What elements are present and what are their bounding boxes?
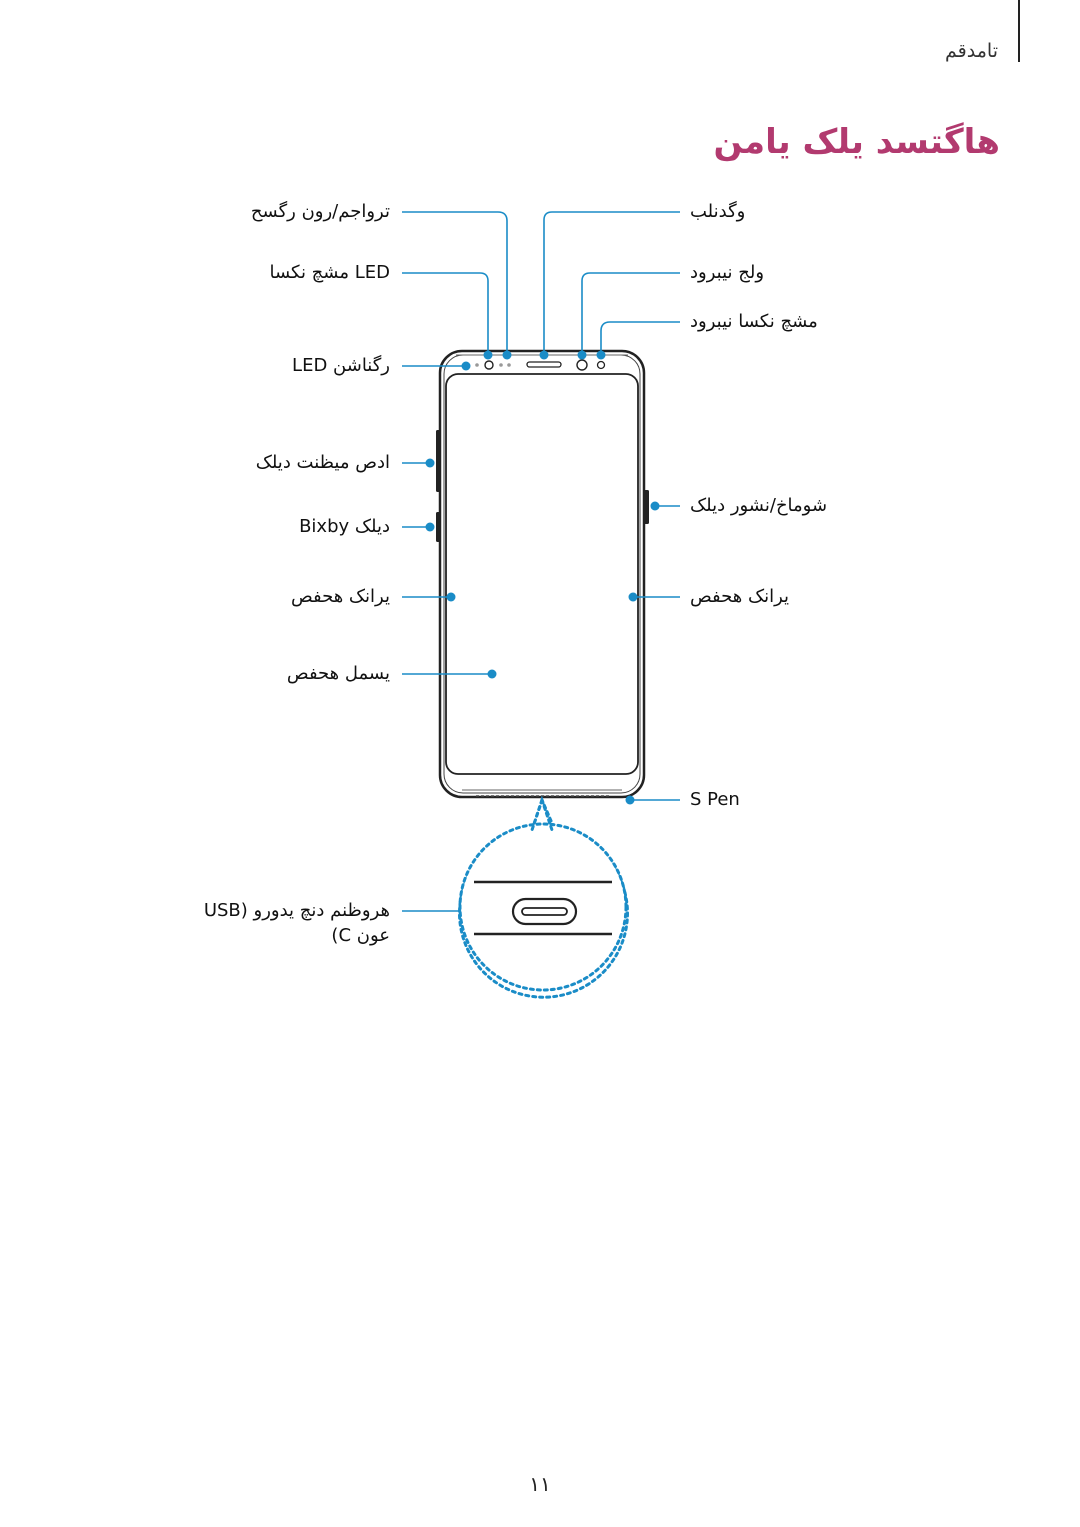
phone-body [436,349,649,799]
label-usb-port-type: (C عون [331,925,390,946]
page-number: ۱۱ [529,1472,551,1496]
label-power-key: شوماخ/نشور دیلک [690,495,828,516]
section-header: تامدقم [945,40,998,62]
label-led-camera-front: مشچ نکسا LED [269,262,390,283]
usb-port-zoom [458,795,629,999]
header-divider [1018,0,1020,62]
label-front-camera: ولج نیبرود [690,262,765,283]
label-led-indicator: LED رگناشن [292,355,390,376]
label-s-pen: S Pen [690,789,740,810]
page-title: هاگتسد یلک یامن [713,122,1000,162]
label-speaker: وگدنلب [690,201,746,222]
label-bixby-key: Bixby دیلک [299,516,390,537]
label-edge-screen-right: یرانک هحفص [690,586,790,607]
callout-dots [425,350,660,916]
label-edge-screen-left: یرانک هحفص [290,586,390,607]
label-proximity-light-sensor: ترواجم/رون رگسح [250,201,390,222]
device-layout-diagram [402,211,680,999]
label-touch-screen: یسمل هحفص [286,663,390,684]
label-volume-key: ادص میظنت دیلک [255,452,390,473]
label-usb-port: USB) هروظنم دنچ یدورو [203,900,390,921]
label-iris-camera: مشچ نکسا نیبرود [690,311,818,332]
